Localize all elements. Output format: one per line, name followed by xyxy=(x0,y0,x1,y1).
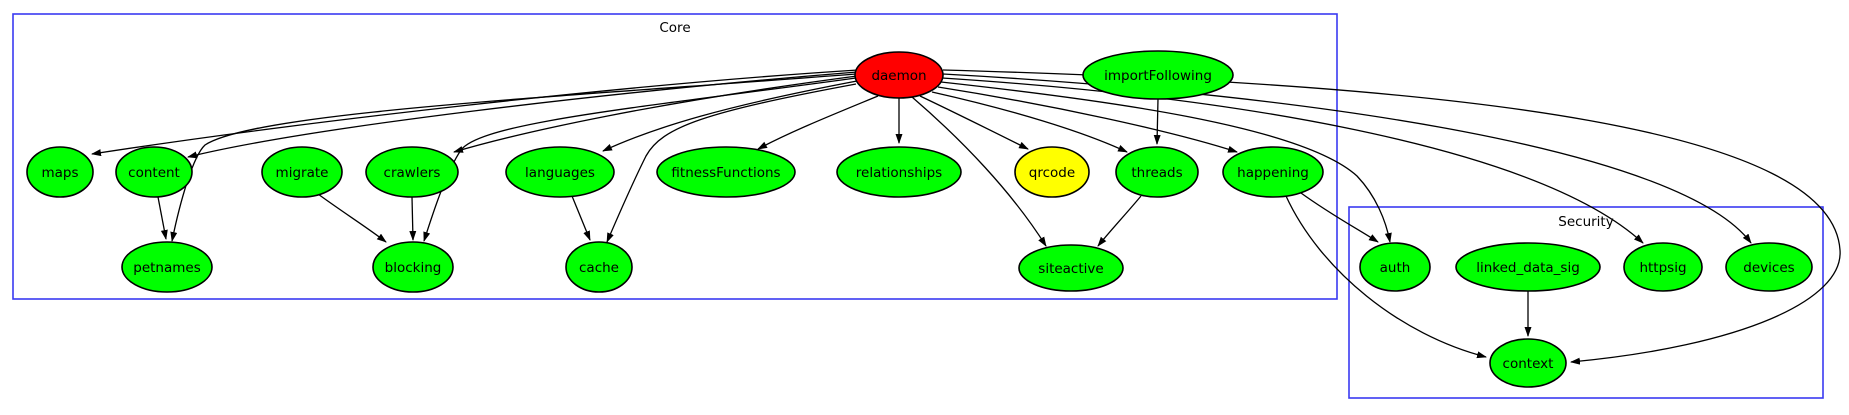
node-relationships: relationships xyxy=(836,146,962,198)
node-languages: languages xyxy=(505,146,615,198)
node-httpsig-shape xyxy=(1623,242,1703,292)
node-qrcode-label: qrcode xyxy=(1029,165,1075,181)
node-migrate: migrate xyxy=(261,146,343,198)
node-crawlers-shape xyxy=(365,146,459,198)
node-importFollowing-shape xyxy=(1082,50,1234,100)
node-maps-shape xyxy=(26,146,94,198)
edge-daemon-to-qrcode xyxy=(919,95,1029,150)
node-importFollowing: importFollowing xyxy=(1082,50,1234,100)
node-content-shape xyxy=(115,146,193,198)
edge-happening-to-auth xyxy=(1300,192,1379,243)
node-fitnessFunctions: fitnessFunctions xyxy=(656,146,796,198)
node-content: content xyxy=(115,146,193,198)
node-linked_data_sig: linked_data_sig xyxy=(1455,242,1601,292)
edge-daemon-to-threads xyxy=(931,91,1128,153)
edge-daemon-to-crawlers xyxy=(453,75,858,153)
node-qrcode: qrcode xyxy=(1014,146,1090,198)
node-devices-label: devices xyxy=(1743,260,1794,276)
edge-content-to-petnames xyxy=(157,196,168,240)
cluster-core-box xyxy=(12,13,1338,300)
node-relationships-label: relationships xyxy=(856,165,942,181)
edge-migrate-to-blocking xyxy=(317,193,387,243)
node-happening-label: happening xyxy=(1237,165,1309,181)
cluster-security-label: Security xyxy=(1558,214,1613,230)
edge-daemon-to-siteactive xyxy=(911,96,1047,247)
node-devices: devices xyxy=(1725,242,1813,292)
node-httpsig: httpsig xyxy=(1623,242,1703,292)
node-fitnessFunctions-label: fitnessFunctions xyxy=(671,165,780,181)
node-migrate-shape xyxy=(261,146,343,198)
node-cache-shape xyxy=(565,241,633,293)
edge-crawlers-to-blocking xyxy=(409,196,417,241)
edge-daemon-to-content xyxy=(187,71,858,159)
node-linked_data_sig-label: linked_data_sig xyxy=(1476,260,1580,276)
cluster-security-box xyxy=(1348,206,1824,399)
node-languages-label: languages xyxy=(525,165,595,181)
node-importFollowing-label: importFollowing xyxy=(1104,68,1212,84)
node-happening: happening xyxy=(1222,146,1324,198)
node-qrcode-shape xyxy=(1014,146,1090,198)
edge-daemon-to-httpsig xyxy=(941,77,1644,244)
edge-languages-to-cache xyxy=(571,195,591,241)
node-blocking-shape xyxy=(372,241,454,293)
node-context: context xyxy=(1489,338,1567,388)
node-daemon-label: daemon xyxy=(871,68,926,84)
node-blocking: blocking xyxy=(372,241,454,293)
edge-layer xyxy=(91,69,1841,365)
node-petnames-shape xyxy=(121,241,213,293)
edge-importFollowing-to-threads xyxy=(1153,98,1161,145)
node-petnames-label: petnames xyxy=(133,260,201,276)
edge-daemon-to-fitnessFunctions xyxy=(757,95,879,150)
node-relationships-shape xyxy=(836,146,962,198)
node-happening-shape xyxy=(1222,146,1324,198)
node-crawlers-label: crawlers xyxy=(384,165,441,181)
cluster-core-label: Core xyxy=(659,20,690,36)
edge-daemon-to-context xyxy=(942,69,1841,365)
edge-daemon-to-maps xyxy=(91,69,859,157)
node-crawlers: crawlers xyxy=(365,146,459,198)
node-siteactive: siteactive xyxy=(1018,244,1124,292)
node-auth-label: auth xyxy=(1380,260,1411,276)
node-migrate-label: migrate xyxy=(276,165,329,181)
node-petnames: petnames xyxy=(121,241,213,293)
node-threads: threads xyxy=(1115,146,1199,198)
edge-daemon-to-blocking xyxy=(423,77,857,242)
node-threads-label: threads xyxy=(1131,165,1182,181)
node-httpsig-label: httpsig xyxy=(1639,260,1686,276)
node-linked_data_sig-shape xyxy=(1455,242,1601,292)
edge-happening-to-context xyxy=(1285,195,1487,359)
node-context-shape xyxy=(1489,338,1567,388)
node-devices-shape xyxy=(1725,242,1813,292)
node-cache-label: cache xyxy=(579,260,619,276)
edge-daemon-to-cache xyxy=(606,83,857,243)
node-daemon: daemon xyxy=(854,51,944,99)
edge-daemon-to-languages xyxy=(602,80,858,152)
node-languages-shape xyxy=(505,146,615,198)
node-fitnessFunctions-shape xyxy=(656,146,796,198)
edge-threads-to-siteactive xyxy=(1097,195,1142,247)
node-threads-shape xyxy=(1115,146,1199,198)
edge-daemon-to-happening xyxy=(937,86,1238,153)
node-siteactive-shape xyxy=(1018,244,1124,292)
node-content-label: content xyxy=(128,165,180,181)
node-blocking-label: blocking xyxy=(385,260,442,276)
node-maps: maps xyxy=(26,146,94,198)
node-siteactive-label: siteactive xyxy=(1038,261,1103,277)
node-auth: auth xyxy=(1359,242,1431,292)
node-context-label: context xyxy=(1503,356,1554,372)
node-daemon-shape xyxy=(854,51,944,99)
node-cache: cache xyxy=(565,241,633,293)
edge-daemon-to-auth xyxy=(940,81,1392,243)
node-maps-label: maps xyxy=(41,165,78,181)
node-layer: daemon importFollowing maps content migrate c… xyxy=(26,50,1813,388)
node-auth-shape xyxy=(1359,242,1431,292)
